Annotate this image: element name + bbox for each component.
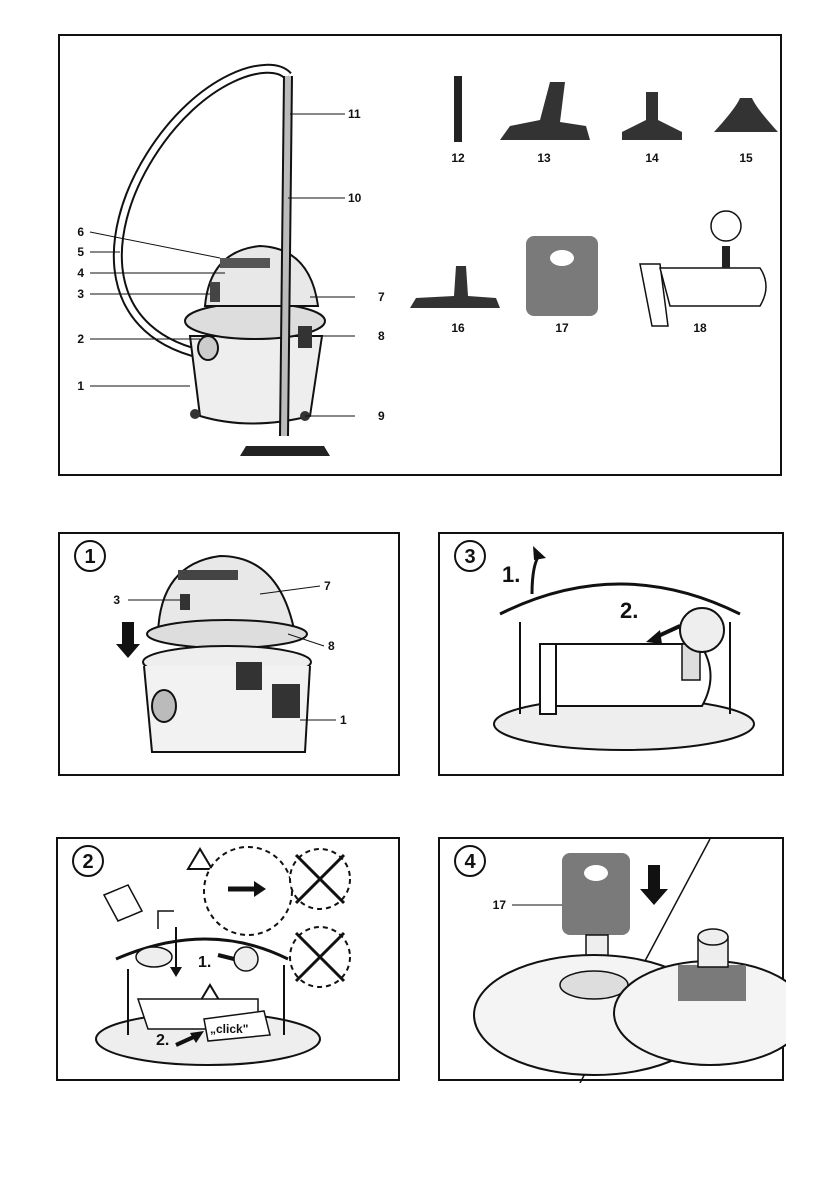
- callout-16: 16: [451, 321, 465, 335]
- step-4-panel: 4 17: [438, 837, 784, 1081]
- callout-9: 9: [378, 409, 385, 423]
- arrow-up-icon: [533, 546, 546, 560]
- step-2-sub-1: 1.: [198, 954, 211, 971]
- handle: [220, 258, 270, 268]
- float-cage-base: [660, 268, 766, 306]
- step-3-panel: 3 1. 2.: [438, 532, 784, 776]
- step-2-sub-2: 2.: [156, 1032, 169, 1049]
- motor-head: [205, 246, 318, 306]
- crevice-nozzle: [454, 76, 462, 142]
- callout-1: 1: [77, 379, 84, 393]
- step-4-number: 4: [464, 851, 476, 873]
- step-3-illustration: 3 1. 2.: [440, 534, 786, 778]
- arrow-down-icon: [640, 865, 668, 905]
- callout-2: 2: [77, 332, 84, 346]
- callout-18: 18: [693, 321, 707, 335]
- arrow-down-icon: [170, 967, 182, 977]
- foam-filter-installed: [678, 965, 746, 1001]
- upholstery-nozzle: [622, 92, 682, 140]
- step-1-number: 1: [84, 546, 95, 568]
- carpet-nozzle: [500, 82, 590, 140]
- step-2-number: 2: [82, 851, 93, 873]
- float-ball: [711, 211, 741, 241]
- step-3-number: 3: [464, 546, 475, 568]
- step-1-callout-1: 1: [340, 713, 347, 727]
- floor-nozzle: [240, 446, 330, 456]
- callout-11: 11: [348, 107, 361, 121]
- filter-bag-icon: [104, 885, 142, 921]
- callout-10: 10: [348, 191, 362, 205]
- step-1-callout-3: 3: [113, 593, 120, 607]
- callout-7: 7: [378, 290, 385, 304]
- float-ball: [680, 608, 724, 652]
- callout-3: 3: [77, 287, 84, 301]
- callout-13: 13: [537, 151, 551, 165]
- overview-panel: 1 2 3 4 5 6 7 8 9 10 11 12 13 14 15 16 1…: [58, 34, 782, 476]
- floor-brush: [410, 266, 500, 308]
- callout-17: 17: [555, 321, 569, 335]
- handle: [178, 570, 238, 580]
- step-3-sub-2: 2.: [620, 598, 638, 623]
- callout-14: 14: [645, 151, 659, 165]
- warning-icon: [188, 849, 212, 869]
- step-1-callout-8: 8: [328, 639, 335, 653]
- callout-8: 8: [378, 329, 385, 343]
- inlet: [198, 336, 218, 360]
- step-2-illustration: 2 1. 2. „click": [58, 839, 402, 1083]
- round-nozzle: [714, 98, 778, 132]
- arrow-left-icon: [646, 630, 662, 644]
- callout-15: 15: [739, 151, 753, 165]
- step-1-panel: 1 3 7 8 1: [58, 532, 400, 776]
- step-3-sub-1: 1.: [502, 562, 520, 587]
- step-1-callout-7: 7: [324, 579, 331, 593]
- step-4-callout-17: 17: [493, 898, 507, 912]
- step-1-illustration: 1 3 7 8 1: [60, 534, 402, 778]
- click-label: „click": [210, 1022, 248, 1036]
- foam-filter: [526, 236, 598, 316]
- callout-12: 12: [451, 151, 465, 165]
- arrow-down-icon: [116, 622, 140, 658]
- step-2-panel: 2 1. 2. „click": [56, 837, 400, 1081]
- callout-6: 6: [77, 225, 84, 239]
- overview-illustration: 1 2 3 4 5 6 7 8 9 10 11 12 13 14 15 16 1…: [60, 36, 784, 478]
- switch: [210, 282, 220, 302]
- step-4-illustration: 4 17: [440, 839, 786, 1083]
- clamp: [298, 326, 312, 348]
- callout-5: 5: [77, 245, 84, 259]
- callout-4: 4: [77, 266, 84, 280]
